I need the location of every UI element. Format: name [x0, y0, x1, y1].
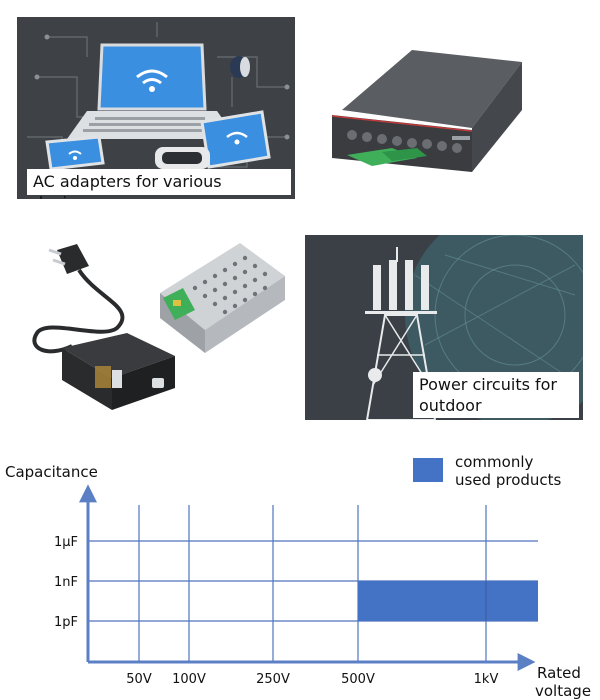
legend-swatch: [413, 458, 443, 482]
x-tick-label: 100V: [172, 672, 206, 687]
y-axis-label: Capacitance: [5, 463, 98, 481]
tablet-wifi-icon: [200, 110, 271, 169]
legend-line2: used products: [455, 471, 562, 489]
legend-line1: commonly: [455, 453, 533, 471]
y-tick-label: 1μF: [54, 535, 78, 550]
ac-adapter-icon: [32, 244, 175, 410]
y-tick-label: 1pF: [54, 615, 78, 630]
x-tick-label: 50V: [126, 672, 152, 687]
outdoor-caption-line2: outdoor equipment: [419, 396, 506, 420]
rack-power-supply-icon: [331, 50, 522, 172]
ac-adapters-image: AC adapters for various devices: [17, 17, 295, 199]
x-tick-label: 250V: [256, 672, 290, 687]
x-axis-label-line1: Rated: [537, 664, 581, 682]
ac-adapters-caption: AC adapters for various devices: [27, 169, 291, 199]
capacitance-voltage-chart: Capacitance Rated voltage commonly used …: [5, 453, 591, 700]
chart-ticks: 50V 100V 250V 500V 1kV 1pF 1nF 1μF: [54, 535, 498, 687]
phone-wifi-icon: [45, 135, 105, 171]
x-tick-label: 500V: [341, 672, 375, 687]
commonly-used-range-bar: [358, 581, 538, 621]
outdoor-equipment-image: Power circuits for outdoor equipment: [305, 235, 583, 420]
chart-marks: [358, 581, 538, 621]
enclosed-power-supply-icon: [160, 243, 285, 353]
y-tick-label: 1nF: [54, 575, 78, 590]
outdoor-caption: Power circuits for outdoor equipment: [413, 372, 579, 420]
vr-headset-icon: [155, 147, 210, 169]
ac-adapter-image: [17, 238, 177, 418]
cell-tower-icon: [365, 247, 437, 420]
x-axis-label-line2: voltage: [535, 682, 591, 700]
rack-power-supply-image: [322, 40, 528, 175]
outdoor-caption-line1: Power circuits for: [419, 375, 558, 394]
x-tick-label: 1kV: [474, 672, 499, 687]
smart-speaker-icon: [230, 56, 250, 78]
laptop-wifi-icon: [67, 43, 237, 139]
enclosed-power-supply-image: [155, 238, 290, 358]
